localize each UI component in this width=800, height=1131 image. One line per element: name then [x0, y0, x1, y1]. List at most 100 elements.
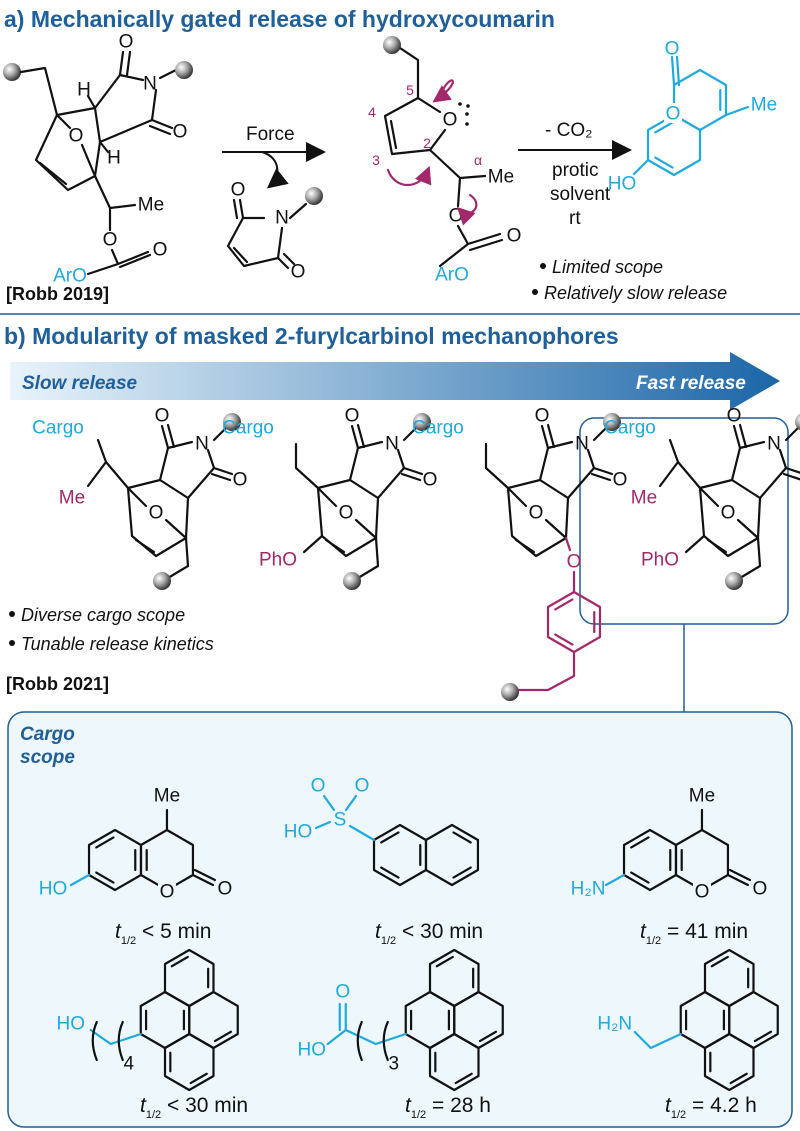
- atom-label-h: H: [107, 148, 121, 169]
- bond: [158, 68, 178, 80]
- bullet-icon: [9, 611, 15, 617]
- half-life-symbol: t: [640, 920, 647, 943]
- double-bond: [630, 836, 650, 849]
- polymer-chain-ball-icon: [603, 413, 621, 431]
- polymer-chain-ball-icon: [795, 413, 800, 431]
- bond: [564, 536, 572, 552]
- ring: [163, 1032, 215, 1092]
- double-bond: [753, 1030, 773, 1043]
- atom-label-o: O: [535, 406, 550, 427]
- bond: [726, 868, 752, 887]
- double-bond: [729, 1072, 748, 1085]
- atom-label-o: O: [449, 206, 464, 227]
- atom-label-ho: HO: [298, 1040, 327, 1061]
- lone-pair-dot: [465, 122, 469, 126]
- label-bg: [692, 881, 711, 901]
- half-life-time: < 5 min: [136, 920, 211, 943]
- atom-label-me: Me: [488, 167, 514, 188]
- atom-label-o: O: [443, 110, 458, 131]
- furan-position-label: 5: [406, 82, 414, 98]
- citation-robb-2019: [Robb 2019]: [6, 284, 109, 304]
- double-bond: [478, 1030, 498, 1043]
- half-life-symbol: t: [405, 1094, 412, 1117]
- half-life-subscript: 1/2: [121, 935, 136, 947]
- double-bond: [170, 955, 189, 968]
- bond: [232, 198, 296, 270]
- bond: [98, 73, 174, 144]
- bond: [86, 174, 152, 276]
- atom-label-ho: HO: [57, 1014, 86, 1035]
- bond: [738, 536, 762, 580]
- polymer-chain-ball-icon: [383, 36, 401, 54]
- double-bond: [514, 538, 536, 554]
- bond: [86, 438, 130, 490]
- atom-label-cargo: Cargo: [604, 418, 656, 439]
- polymer-chain-ball-icon: [725, 572, 743, 590]
- double-bond: [654, 121, 674, 134]
- atom-label-aro: ArO: [435, 265, 469, 286]
- electron-push-arrow: [456, 193, 478, 226]
- furan-position-label: 4: [368, 104, 376, 120]
- bullet-diverse-cargo: Diverse cargo scope: [21, 605, 185, 625]
- atom-label-o: O: [567, 552, 582, 573]
- double-bond: [710, 955, 729, 968]
- half-life-symbol: t: [665, 1094, 672, 1117]
- atom-label-pho: PhO: [641, 550, 679, 571]
- ring: [424, 823, 480, 887]
- lone-pair-dot: [458, 102, 462, 106]
- bond: [118, 50, 132, 77]
- bond: [166, 536, 190, 580]
- atom-label-o: O: [753, 879, 768, 900]
- half-life-symbol: t: [115, 920, 122, 943]
- double-bond: [189, 1072, 208, 1085]
- half-life-subscript: 1/2: [411, 1109, 426, 1121]
- ring: [703, 1032, 755, 1092]
- bond: [356, 1020, 389, 1062]
- atom-label-o: O: [119, 32, 134, 53]
- bond: [402, 426, 418, 442]
- ring: [646, 113, 702, 177]
- atom-label-o: O: [339, 503, 354, 524]
- double-bond: [554, 633, 574, 646]
- bond: [19, 66, 59, 117]
- condition-rt: rt: [569, 208, 581, 229]
- double-bond: [213, 1030, 233, 1043]
- ring: [546, 590, 602, 654]
- double-bond: [435, 955, 454, 968]
- double-bond: [38, 161, 68, 186]
- atom-label-o: O: [507, 226, 522, 247]
- bond: [604, 873, 626, 887]
- double-bond: [654, 156, 674, 169]
- ring: [703, 948, 755, 1008]
- atom-label-sub3: 3: [388, 1054, 399, 1075]
- electron-push-arrow: [432, 79, 454, 103]
- bond: [302, 534, 324, 554]
- bond: [326, 1002, 407, 1046]
- fast-release-label: Fast release: [636, 373, 746, 394]
- polymer-chain-ball-icon: [153, 572, 171, 590]
- furan-position-label: α: [474, 152, 482, 168]
- lone-pair-dot: [466, 104, 470, 108]
- bond: [348, 824, 376, 842]
- bullet-slow-release: Relatively slow release: [544, 283, 727, 303]
- atom-label-n: N: [575, 434, 589, 455]
- half-life-symbol: t: [140, 1094, 147, 1117]
- atom-label-me: Me: [751, 95, 777, 116]
- half-life-time: = 41 min: [661, 920, 748, 943]
- bullet-limited-scope: Limited scope: [552, 257, 663, 277]
- double-bond: [452, 866, 472, 879]
- polymer-chain-ball-icon: [343, 572, 361, 590]
- atom-label-o: O: [231, 180, 246, 201]
- double-bond: [232, 246, 249, 264]
- half-life-value: t1/2 < 5 min: [115, 920, 211, 947]
- bond: [398, 46, 420, 100]
- atom-label-o: O: [335, 982, 350, 1003]
- half-life-value: t1/2 = 41 min: [640, 920, 748, 947]
- bond: [383, 96, 447, 156]
- bond: [212, 426, 228, 442]
- reagent-force: Force: [246, 124, 295, 145]
- double-bond: [380, 831, 400, 844]
- bullet-icon: [9, 640, 15, 646]
- atom-label-cargo: Cargo: [412, 418, 464, 439]
